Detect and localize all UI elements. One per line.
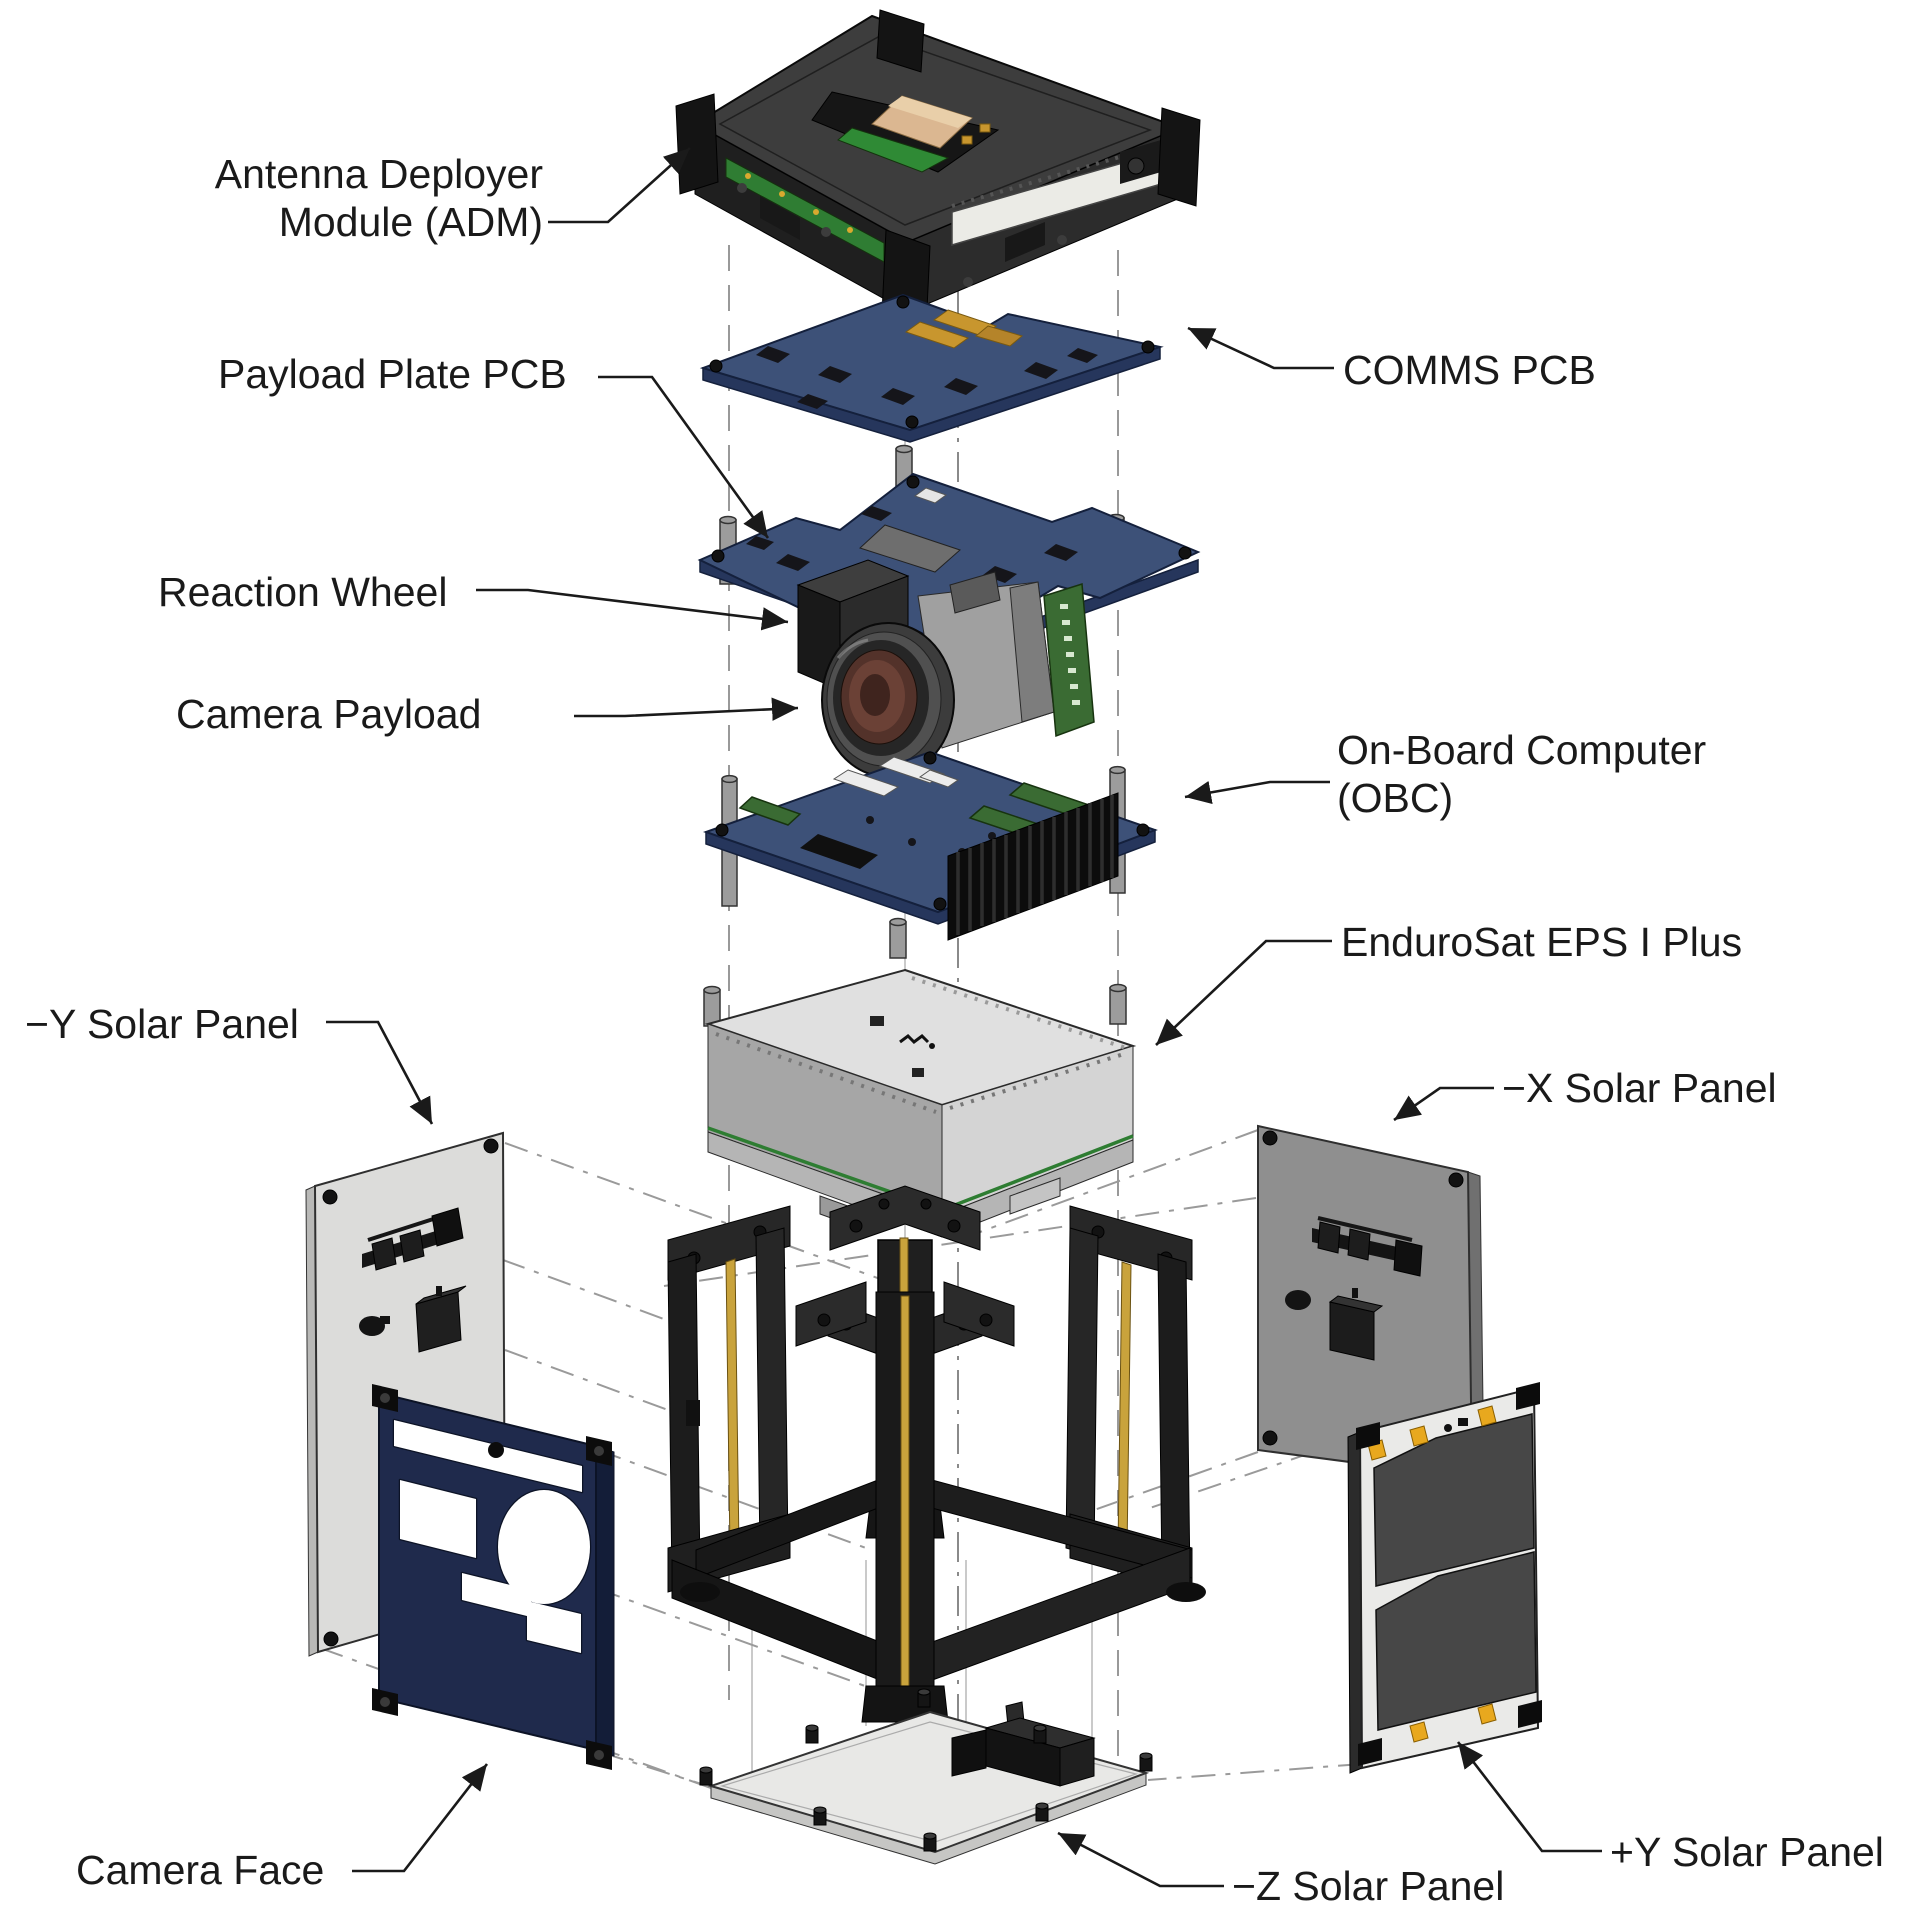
label-reaction-wheel: Reaction Wheel <box>158 569 448 615</box>
leader-eps <box>1155 939 1332 1046</box>
camera-assembly-graphic <box>721 559 1126 907</box>
label-minus-z: −Z Solar Panel <box>1232 1863 1505 1909</box>
leader-minus-y <box>326 1020 434 1125</box>
label-obc: On-Board Computer (OBC) <box>1337 727 1707 822</box>
camera-connector-graphic <box>1043 583 1095 738</box>
label-plus-y: +Y Solar Panel <box>1610 1829 1884 1875</box>
camera-lens-graphic <box>821 622 955 778</box>
label-camera-payload: Camera Payload <box>176 691 482 737</box>
leader-minus-x <box>1393 1086 1494 1122</box>
adm-module-graphic <box>675 9 1201 331</box>
label-minus-y: −Y Solar Panel <box>25 1001 299 1047</box>
leader-minus-z <box>1057 1831 1224 1888</box>
antenna-bracket-graphic <box>362 1207 464 1271</box>
minus-z-standoffs <box>699 1688 1153 1852</box>
structure-frame-graphic <box>667 1185 1206 1723</box>
front-rail <box>795 1281 1015 1723</box>
label-minus-x: −X Solar Panel <box>1502 1065 1777 1111</box>
label-payload-plate: Payload Plate PCB <box>218 351 567 397</box>
eps-standoffs <box>703 917 1127 1099</box>
leader-adm <box>548 147 691 224</box>
obc-graphic <box>702 750 1158 941</box>
leader-camera-payload <box>574 697 799 721</box>
comms-pcb-graphic <box>699 293 1164 443</box>
antenna-bracket-graphic <box>1312 1216 1423 1277</box>
minus-z-panel-graphic <box>699 1688 1153 1865</box>
obc-heatsink-graphic <box>947 792 1119 941</box>
leader-camera-face <box>352 1763 489 1873</box>
leader-payload-plate <box>598 375 770 539</box>
label-camera-face: Camera Face <box>76 1847 325 1893</box>
eps-graphic <box>703 917 1137 1238</box>
leader-comms <box>1187 326 1334 370</box>
leader-reaction-wheel <box>476 588 789 631</box>
plus-y-panel-graphic <box>1347 1382 1542 1774</box>
bottom-band <box>671 1479 1206 1691</box>
label-comms: COMMS PCB <box>1343 347 1596 393</box>
leader-obc <box>1184 780 1330 805</box>
leader-lines <box>326 147 1602 1888</box>
label-eps: EnduroSat EPS I Plus <box>1341 919 1743 965</box>
camera-face-cutout-fills <box>394 1420 590 1653</box>
camera-face-graphic <box>372 1384 615 1770</box>
label-adm: Antenna Deployer Module (ADM) <box>214 151 543 246</box>
leader-plus-y <box>1456 1741 1602 1853</box>
minus-z-connector-graphic <box>951 1701 1096 1787</box>
